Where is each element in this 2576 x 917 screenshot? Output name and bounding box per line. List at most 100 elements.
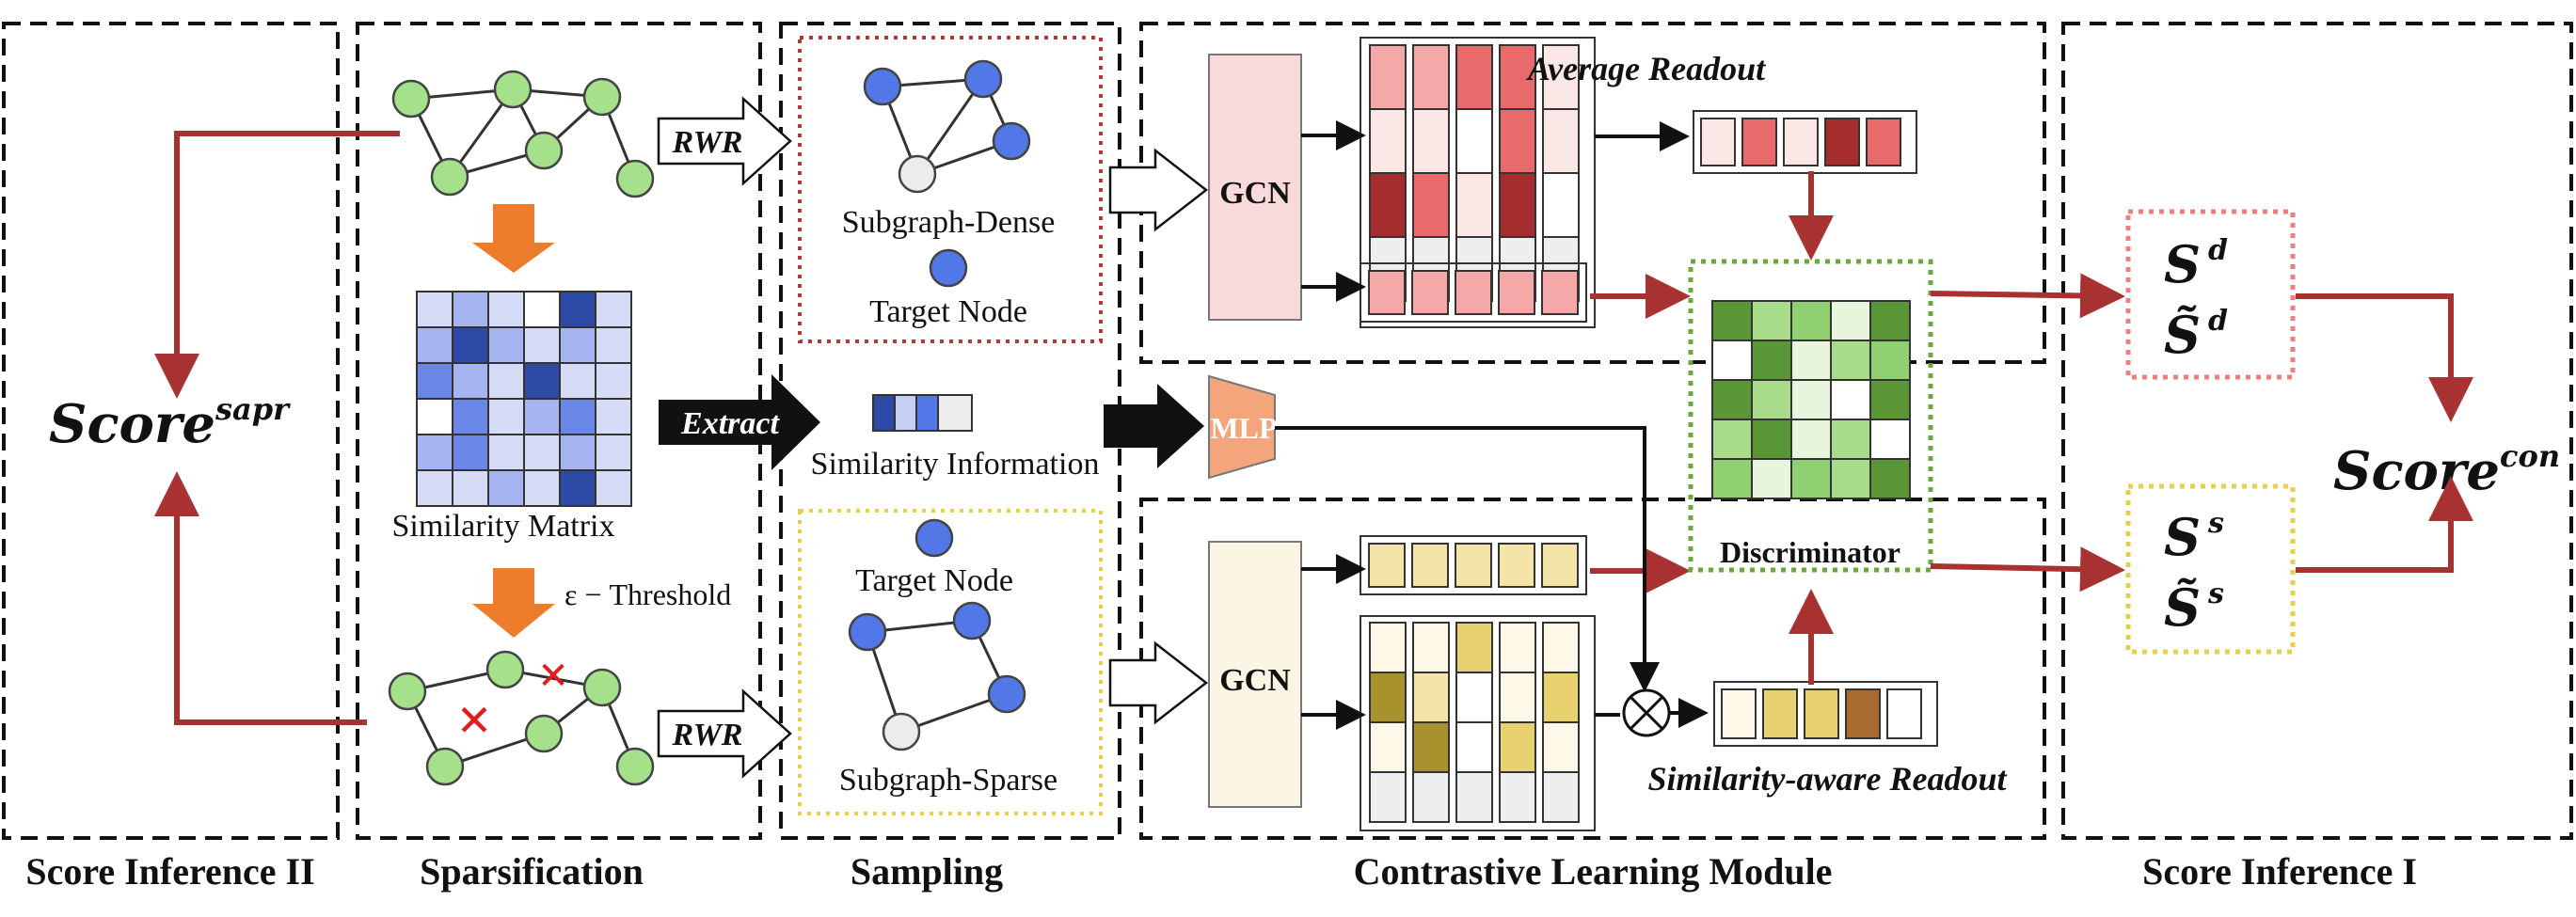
discriminator-label: Discriminator xyxy=(1720,535,1900,569)
embedding-cell xyxy=(1455,543,1492,588)
discriminator-cell xyxy=(1790,419,1832,460)
embedding-cell xyxy=(1498,543,1535,588)
subgraph-dense-label: Subgraph-Dense xyxy=(842,205,1056,240)
arrow-sparse-to-score xyxy=(154,471,367,725)
discriminator-cell xyxy=(1830,458,1871,499)
score-dense-tilde: S̃d xyxy=(2164,305,2228,365)
embedding-cell xyxy=(1412,672,1450,723)
matrix-cell xyxy=(452,362,489,400)
contrastive-top-frame xyxy=(1139,22,2046,364)
discriminator-cell xyxy=(1869,458,1911,499)
target-embedding-bottom xyxy=(1360,535,1587,595)
readout-cell xyxy=(1783,118,1819,166)
discriminator-cell xyxy=(1830,419,1871,460)
embedding-cell xyxy=(1498,270,1535,315)
sparsification-frame xyxy=(356,22,762,840)
similarity-matrix xyxy=(416,291,632,507)
matrix-cell xyxy=(559,291,596,328)
discriminator-cell xyxy=(1751,458,1792,499)
embedding-cell xyxy=(1455,270,1492,315)
embedding-cell xyxy=(1499,771,1536,823)
embedding-cell xyxy=(1499,172,1536,238)
matrix-cell xyxy=(559,469,596,507)
embedding-cell xyxy=(1542,172,1580,238)
embedding-cell xyxy=(1455,672,1493,723)
rwr-arrow-top: RWR xyxy=(657,96,792,186)
readout-cell xyxy=(1721,688,1757,739)
embedding-cell xyxy=(1499,721,1536,773)
caption-contrastive: Contrastive Learning Module xyxy=(1354,850,1833,893)
dense-subgraph-frame xyxy=(798,36,1103,343)
similarity-readout-vector xyxy=(1713,681,1938,747)
dense-score-to-con xyxy=(2296,293,2473,422)
sparse-subgraph-frame xyxy=(798,509,1103,815)
removed-edge-mark-1: ✕ xyxy=(456,695,493,746)
matrix-cell xyxy=(416,398,453,435)
gcn-bottom-label: GCN xyxy=(1219,663,1291,698)
embedding-cell xyxy=(1541,270,1579,315)
discriminator-cell xyxy=(1869,419,1911,460)
gcn-bottom-box xyxy=(1208,541,1302,808)
matrix-cell xyxy=(452,469,489,507)
similarity-information-label: Similarity Information xyxy=(811,447,1100,482)
matrix-cell xyxy=(595,469,632,507)
rwr-label-top: RWR xyxy=(672,125,743,160)
matrix-cell xyxy=(487,434,525,471)
embedding-cell xyxy=(1455,721,1493,773)
matrix-cell xyxy=(595,291,632,328)
arrow-to-gcn-top xyxy=(1108,148,1209,232)
readout-cell xyxy=(1845,688,1881,739)
discriminator-cell xyxy=(1751,419,1792,460)
embedding-cell xyxy=(1499,44,1536,110)
down-arrow-bottom xyxy=(472,568,555,638)
discriminator-cell xyxy=(1869,300,1911,341)
score-con-label: Scorecon xyxy=(2333,438,2560,502)
discriminator-cell xyxy=(1830,300,1871,341)
caption-score-inference-1: Score Inference I xyxy=(2142,850,2417,893)
matrix-cell xyxy=(487,398,525,435)
matrix-cell xyxy=(559,362,596,400)
embedding-cell xyxy=(1369,172,1407,238)
embedding-cell xyxy=(1455,44,1493,110)
mlp-to-product xyxy=(1275,426,1660,692)
embedding-cell xyxy=(1412,44,1450,110)
readout-cell xyxy=(1804,688,1839,739)
embedding-cell xyxy=(1412,622,1450,673)
matrix-cell xyxy=(452,326,489,364)
average-readout-vector xyxy=(1693,110,1917,174)
caption-sparsification: Sparsification xyxy=(420,850,644,893)
matrix-cell xyxy=(452,291,489,328)
embedding-cell xyxy=(1411,270,1449,315)
average-readout-label: Average Readout xyxy=(1526,50,1766,87)
vec-sim-frame xyxy=(1713,681,1938,747)
embedding-cell xyxy=(1499,622,1536,673)
embedding-cell xyxy=(1542,771,1580,823)
discriminator-cell xyxy=(1790,379,1832,420)
discriminator-cell xyxy=(1869,379,1911,420)
discriminator-cell xyxy=(1830,379,1871,420)
matrix-cell xyxy=(523,434,561,471)
vec-avg-frame xyxy=(1693,110,1917,174)
embedding-cell xyxy=(1369,44,1407,110)
matrix-cell xyxy=(559,398,596,435)
discriminator-cell xyxy=(1711,458,1753,499)
target-node-bottom xyxy=(914,518,954,558)
original-graph xyxy=(391,70,655,198)
embedding-cell xyxy=(1455,108,1493,174)
arrow-to-mlp xyxy=(1104,384,1204,468)
mlp-box xyxy=(1208,374,1276,480)
embedding-cell xyxy=(1412,721,1450,773)
matrix-cell xyxy=(416,362,453,400)
discriminator-cell xyxy=(1751,300,1792,341)
arrow-original-to-score xyxy=(154,131,400,399)
embedding-cell xyxy=(1542,108,1580,174)
threshold-label: ε − Threshold xyxy=(564,577,731,611)
embedding-cell xyxy=(1412,172,1450,238)
embedding-cell xyxy=(1369,622,1407,673)
discriminator-cell xyxy=(1790,458,1832,499)
embedding-cell xyxy=(1542,622,1580,673)
sparse-subgraph xyxy=(848,601,1026,751)
subgraph-sparse-label: Subgraph-Sparse xyxy=(839,763,1057,798)
